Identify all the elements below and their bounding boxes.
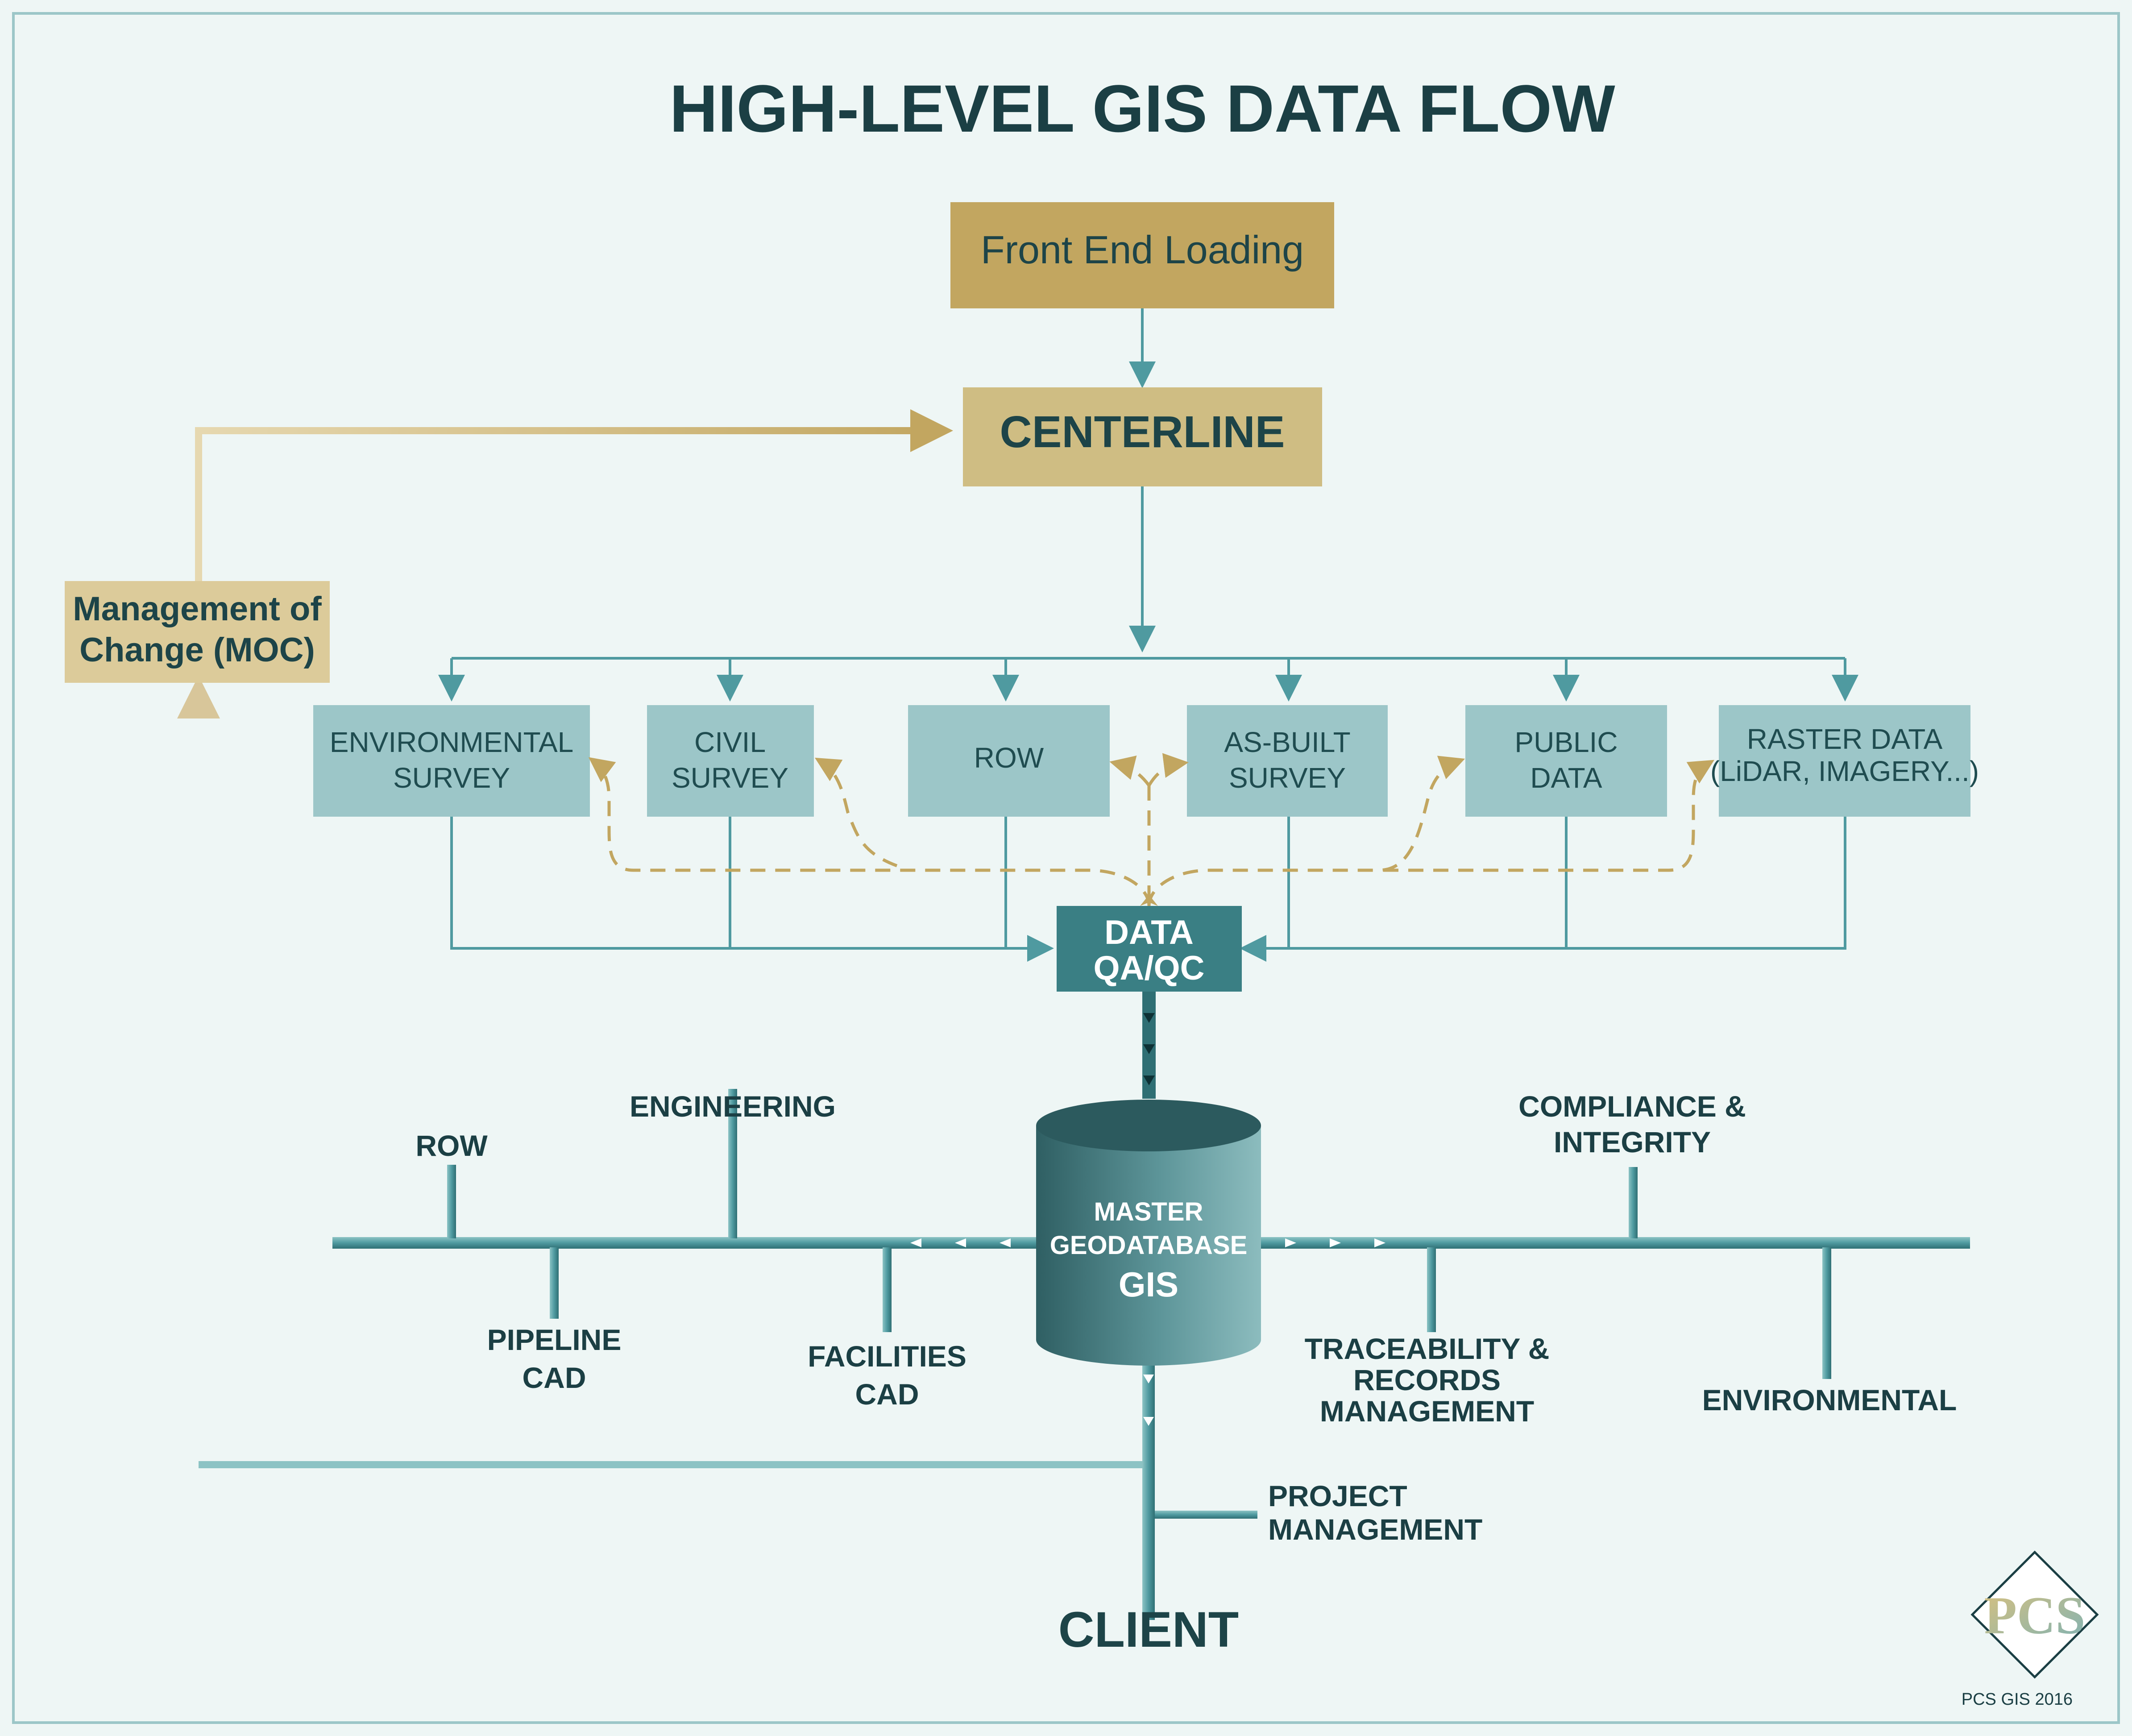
collector-right — [1240, 817, 1846, 962]
civil-survey-line1: CIVIL — [694, 726, 766, 758]
branch-pipeline-cad — [550, 1247, 559, 1319]
front-end-loading-box — [950, 202, 1334, 308]
civil-survey-box — [647, 705, 814, 817]
flow-arrow-r2 — [1330, 1238, 1341, 1247]
dept-compliance-line2: INTEGRITY — [1554, 1125, 1711, 1159]
row-source-box — [908, 705, 1110, 817]
moc-to-centerline-line — [195, 409, 953, 594]
logo-diamond — [1970, 1550, 2099, 1679]
branch-environmental — [1822, 1247, 1831, 1379]
dept-row: ROW — [415, 1129, 488, 1162]
client-arrow-2 — [1143, 1417, 1154, 1426]
flow-arrow-l2 — [955, 1238, 966, 1247]
branch-row — [447, 1165, 456, 1238]
qaqc-line2: QA/QC — [1093, 949, 1204, 987]
branch-compliance — [1629, 1167, 1638, 1238]
dept-project-management-line2: MANAGEMENT — [1268, 1513, 1482, 1546]
feedback-env — [588, 757, 1151, 906]
dept-pipeline-cad-line1: PIPELINE — [487, 1323, 622, 1356]
front-end-loading-label: Front End Loading — [981, 228, 1304, 272]
qaqc-feedback-lines — [588, 753, 1715, 906]
branch-facilities-cad — [883, 1247, 892, 1332]
feedback-asbuilt — [1147, 753, 1189, 786]
pipe-arrow-3 — [1143, 1076, 1155, 1085]
feedback-raster — [1383, 760, 1715, 872]
public-data-line1: PUBLIC — [1514, 726, 1618, 758]
public-data-line2: DATA — [1530, 762, 1602, 794]
logo-text: PCS — [1984, 1586, 2086, 1645]
dept-environmental: ENVIRONMENTAL — [1702, 1383, 1957, 1416]
flow-arrow-r1 — [1285, 1238, 1296, 1247]
as-built-line1: AS-BUILT — [1224, 726, 1350, 758]
cylinder-top — [1036, 1100, 1261, 1151]
feedback-civil — [814, 757, 898, 868]
pipe-flow-arrows — [910, 1238, 1385, 1247]
moc-line1: Management of — [73, 590, 322, 628]
centerline-label: CENTERLINE — [1000, 407, 1285, 457]
master-line3: GIS — [1119, 1265, 1178, 1304]
pipe-arrow-1 — [1143, 1013, 1155, 1023]
flow-arrow-l3 — [1000, 1238, 1011, 1247]
client-label: CLIENT — [1058, 1602, 1239, 1657]
pipe-arrow-2 — [1143, 1044, 1155, 1054]
project-management-branch — [1155, 1511, 1257, 1519]
master-geodatabase-cylinder — [1036, 1100, 1261, 1366]
dept-traceability-line2: RECORDS — [1353, 1363, 1501, 1396]
master-line1: MASTER — [1094, 1197, 1203, 1226]
branch-engineering — [728, 1089, 737, 1238]
dept-traceability-line3: MANAGEMENT — [1320, 1395, 1534, 1428]
environmental-survey-box — [313, 705, 590, 817]
dept-compliance-line1: COMPLIANCE & — [1518, 1090, 1746, 1123]
moc-line2: Change (MOC) — [79, 631, 315, 669]
civil-survey-line2: SURVEY — [672, 762, 788, 794]
client-pipe — [1142, 1361, 1155, 1620]
flow-arrow-l1 — [910, 1238, 921, 1247]
diagram-title: HIGH-LEVEL GIS DATA FLOW — [669, 71, 1615, 146]
dept-facilities-cad-line2: CAD — [855, 1378, 919, 1411]
dept-traceability-line1: TRACEABILITY & — [1305, 1332, 1550, 1365]
master-line2: GEODATABASE — [1050, 1231, 1248, 1260]
pcs-logo: PCS — [1970, 1550, 2099, 1679]
dept-facilities-cad-line1: FACILITIES — [808, 1340, 966, 1373]
raster-data-line1: RASTER DATA — [1747, 723, 1943, 755]
row-source-label: ROW — [974, 742, 1044, 774]
moc-box — [65, 581, 330, 683]
branch-traceability — [1427, 1247, 1436, 1332]
public-data-box — [1465, 705, 1667, 817]
dept-engineering: ENGINEERING — [630, 1090, 836, 1123]
dept-project-management-line1: PROJECT — [1268, 1479, 1407, 1512]
collector-left — [450, 817, 1054, 962]
raster-data-box — [1719, 705, 1970, 817]
environmental-survey-line1: ENVIRONMENTAL — [330, 726, 573, 758]
flow-arrow-r3 — [1374, 1238, 1385, 1247]
as-built-line2: SURVEY — [1229, 762, 1346, 794]
credit-label: PCS GIS 2016 — [1962, 1690, 2073, 1709]
client-arrow-1 — [1143, 1375, 1154, 1383]
dept-pipeline-cad-line2: CAD — [523, 1361, 586, 1394]
centerline-box — [963, 387, 1322, 486]
raster-data-line2: (LiDAR, IMAGERY...) — [1710, 755, 1979, 787]
feedback-row — [1109, 756, 1150, 787]
feedback-arrowhead — [1140, 895, 1158, 906]
qaqc-line1: DATA — [1104, 914, 1194, 951]
cylinder-body — [1036, 1125, 1261, 1366]
qaqc-box — [1057, 906, 1242, 992]
environmental-survey-line2: SURVEY — [393, 762, 510, 794]
as-built-survey-box — [1187, 705, 1388, 817]
page-border — [12, 12, 2120, 1724]
feedback-public — [1147, 756, 1465, 906]
